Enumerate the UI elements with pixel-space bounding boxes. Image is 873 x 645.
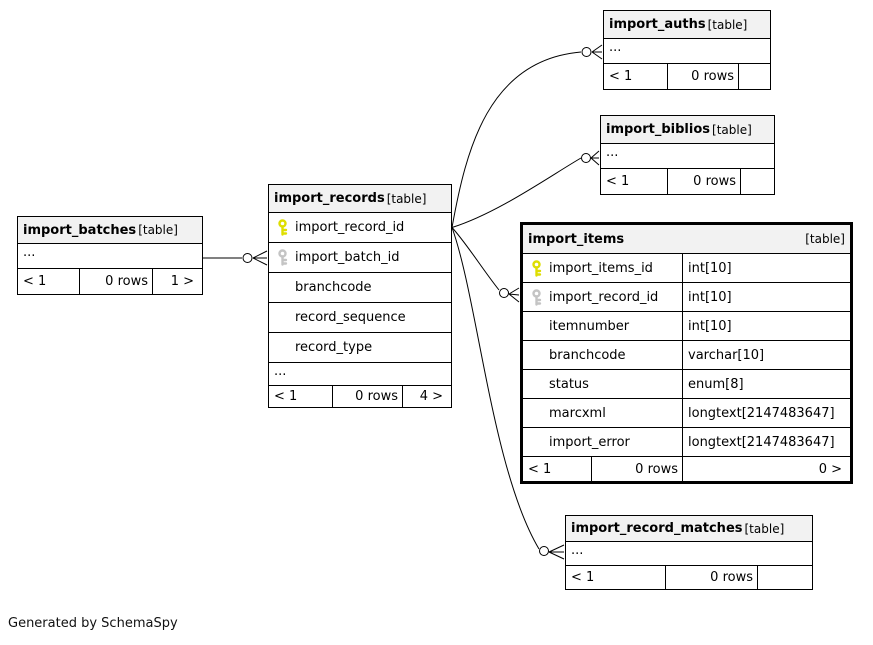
table-import_items[interactable]: import_items [table] import_items_id int… [520,222,853,484]
table-footer: < 1 0 rows 4 > [269,386,451,407]
footer-rowcount: 0 rows [80,269,153,294]
column-name: branchcode [549,347,626,363]
column-name: import_batch_id [295,250,400,265]
edge-import_records-import_auths [451,44,603,228]
footer-parents [739,64,770,89]
column-type: enum[8] [688,376,744,392]
footer-children: < 1 [269,386,333,407]
table-header: import_batches [table] [18,217,202,244]
footer-parents [758,566,812,589]
table-header: import_record_matches [table] [566,516,812,542]
generator-credit: Generated by SchemaSpy [8,616,178,631]
primary-key-icon [523,259,549,277]
column-row: branchcode [269,273,451,303]
foreign-key-icon [269,249,295,266]
column-name: status [549,376,589,392]
column-row: import_record_id int[10] [523,283,850,312]
footer-children: < 1 [604,64,668,89]
table-header: import_auths [table] [604,11,770,39]
elided-columns: ... [601,144,774,169]
footer-rowcount: 0 rows [666,566,758,589]
column-type: int[10] [688,318,732,334]
column-type: longtext[2147483647] [688,405,835,421]
column-name: branchcode [295,280,372,295]
footer-rowcount: 0 rows [668,64,739,89]
table-import_biblios[interactable]: import_biblios [table] ... < 1 0 rows [600,115,775,195]
table-title: import_biblios [606,122,711,137]
column-row: record_sequence [269,303,451,333]
column-row: marcxml longtext[2147483647] [523,399,850,428]
column-row: record_type [269,333,451,363]
footer-parents [741,169,774,194]
table-import_batches[interactable]: import_batches [table] ... < 1 0 rows 1 … [17,216,203,295]
edge-import_records-import_items [451,227,520,303]
footer-parents: 1 > [170,274,194,289]
column-name: record_sequence [295,310,406,325]
column-type: varchar[10] [688,347,765,363]
footer-children: < 1 [566,566,666,589]
table-tag: [table] [712,122,752,137]
table-header: import_items [table] [523,225,850,254]
table-tag: [table] [744,521,785,536]
footer-parents: 0 > [818,461,842,477]
table-title: import_items [528,231,625,247]
table-header: import_records [table] [269,185,451,213]
footer-children: < 1 [18,269,80,294]
table-header: import_biblios [table] [601,116,774,144]
table-tag: [table] [386,191,427,206]
table-footer: < 1 0 rows [601,169,774,194]
table-footer: < 1 0 rows 0 > [523,457,850,481]
table-tag: [table] [138,223,178,237]
table-title: import_batches [23,222,137,238]
column-name: marcxml [549,405,606,421]
table-footer: < 1 0 rows 1 > [18,269,202,294]
column-name: itemnumber [549,318,630,334]
edge-import_records-import_biblios [451,150,600,228]
footer-rowcount: 0 rows [333,386,403,407]
table-import_auths[interactable]: import_auths [table] ... < 1 0 rows [603,10,771,90]
column-type: int[10] [688,289,732,305]
footer-parents: 4 > [419,389,443,404]
foreign-key-icon [523,288,549,306]
table-title: import_record_matches [571,521,743,536]
table-footer: < 1 0 rows [566,566,812,589]
column-row: import_error longtext[2147483647] [523,428,850,457]
column-name: import_error [549,434,630,450]
elided-columns: ... [604,39,770,64]
footer-rowcount: 0 rows [668,169,741,194]
column-name: import_record_id [549,289,659,305]
column-row: import_batch_id [269,243,451,273]
table-tag: [table] [805,232,845,246]
primary-key-icon [269,219,295,236]
column-name: record_type [295,340,373,355]
column-name: import_items_id [549,260,653,276]
column-row: status enum[8] [523,370,850,399]
column-row: itemnumber int[10] [523,312,850,341]
table-tag: [table] [707,17,748,32]
column-type: int[10] [688,260,732,276]
table-import_record_matches[interactable]: import_record_matches [table] ... < 1 0 … [565,515,813,590]
column-name: import_record_id [295,220,405,235]
table-title: import_auths [609,17,706,32]
table-title: import_records [274,191,385,206]
footer-rowcount: 0 rows [592,457,683,481]
elided-columns: ... [566,542,812,566]
table-footer: < 1 0 rows [604,64,770,89]
table-import_records[interactable]: import_records [table] import_record_id … [268,184,452,408]
column-row: branchcode varchar[10] [523,341,850,370]
column-row: import_record_id [269,213,451,243]
column-row: import_items_id int[10] [523,254,850,283]
column-type: longtext[2147483647] [688,434,835,450]
footer-children: < 1 [523,457,592,481]
edge-import_batches-import_records [203,250,268,266]
elided-columns: ... [18,244,202,269]
footer-children: < 1 [601,169,668,194]
elided-columns: ... [269,363,451,386]
